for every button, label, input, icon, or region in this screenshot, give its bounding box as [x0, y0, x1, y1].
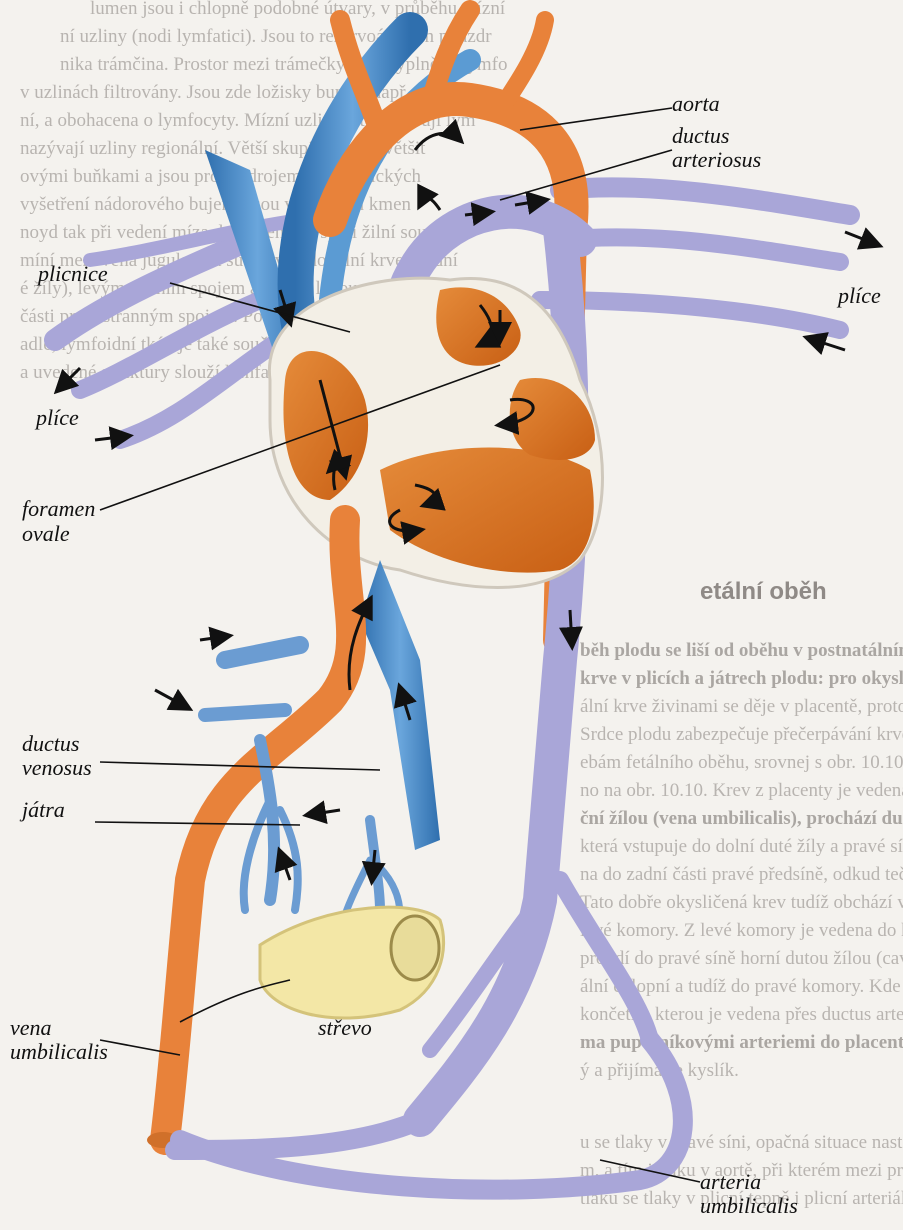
label-plice-left: plíce — [36, 406, 79, 429]
label-ductus-arteriosus-line2: arteriosus — [672, 148, 761, 171]
renal-vessels — [205, 645, 300, 715]
strevo-intestine — [260, 907, 444, 1018]
label-ductus-arteriosus-line1: ductus — [672, 124, 729, 147]
heart — [269, 278, 602, 587]
label-aorta: aorta — [672, 92, 720, 115]
label-foramen-ovale-line2: ovale — [22, 522, 70, 545]
label-ductus-venosus-line2: venosus — [22, 756, 92, 779]
label-arteria-umbilicalis-line1: arteria — [700, 1170, 761, 1193]
inferior-vena-cava — [360, 560, 440, 850]
label-foramen-ovale-line1: foramen — [22, 497, 95, 520]
label-ductus-venosus-line1: ductus — [22, 732, 79, 755]
label-plice-right: plíce — [838, 284, 881, 307]
label-jatra: játra — [22, 798, 65, 821]
label-plicnice: plicnice — [38, 262, 108, 285]
label-vena-umbilicalis-line2: umbilicalis — [10, 1040, 108, 1063]
label-arteria-umbilicalis-line2: umbilicalis — [700, 1194, 798, 1217]
label-vena-umbilicalis-line1: vena — [10, 1016, 52, 1039]
label-strevo: střevo — [318, 1016, 372, 1039]
